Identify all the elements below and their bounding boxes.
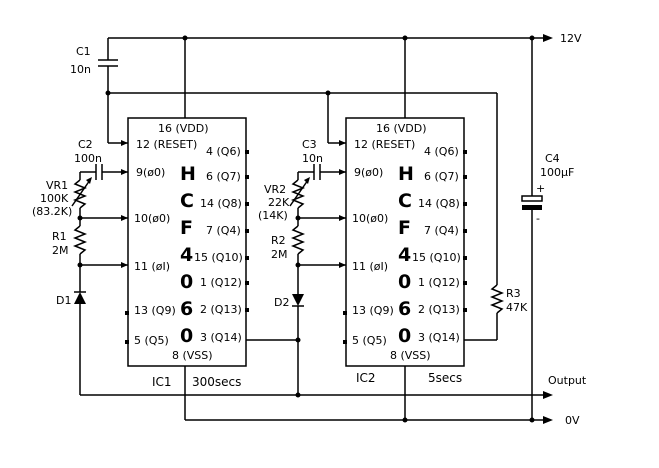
ic2: 16 (VDD) 12 (RESET) 9(ø0) 10(ø0) 11 (øI)… <box>345 117 465 385</box>
d2-ref: D2 <box>274 296 289 309</box>
ic1-reset-pin: 12 (RESET) <box>136 138 197 151</box>
c4-minus: - <box>536 212 540 225</box>
ic1-q8-pin: 14 (Q8) <box>200 197 242 210</box>
vr1-note: (83.2K) <box>32 205 72 218</box>
ic2-q13-pin: 2 (Q13) <box>418 303 460 316</box>
output-label: Output <box>548 374 587 387</box>
ic2-q5-pin: 5 (Q5) <box>352 334 387 347</box>
ic1-letter-2: C <box>180 190 194 212</box>
ic1-vss-pin: 8 (VSS) <box>172 349 213 362</box>
resistor-r3: R3 47K <box>464 284 528 341</box>
ic1-letter-6: 6 <box>180 298 193 320</box>
ic2-q10-pin: 15 (Q10) <box>412 251 461 264</box>
vr1-value: 100K <box>40 192 69 205</box>
ic1: 16 (VDD) 12 (RESET) 9(ø0) 10(ø0) 11 (øI)… <box>127 117 247 389</box>
c2-ref: C2 <box>78 138 93 151</box>
ic2-vdd-pin: 16 (VDD) <box>376 122 427 135</box>
ground-rail: 0V <box>185 414 580 427</box>
c1-value: 10n <box>70 63 91 76</box>
c3-ref: C3 <box>302 138 317 151</box>
ic2-q14-pin: 3 (Q14) <box>418 331 460 344</box>
output-line: Output <box>80 374 587 399</box>
capacitor-c2: C2 100n <box>74 138 128 180</box>
ground-label: 0V <box>565 414 580 427</box>
ic2-letter-3: F <box>398 217 411 239</box>
c4-value: 100µF <box>540 166 574 179</box>
output-arrow-icon <box>543 391 553 399</box>
ic1-phi0bar-pin: 10(ø0) <box>134 212 170 225</box>
diode-d1: D1 <box>56 265 86 395</box>
vr2-value: 22K <box>268 196 290 209</box>
ic1-q12-pin: 1 (Q12) <box>200 276 242 289</box>
vcc-label: 12V <box>560 32 582 45</box>
d1-ref: D1 <box>56 294 71 307</box>
ic2-q4-pin: 7 (Q4) <box>424 224 459 237</box>
vr2-note: (14K) <box>258 209 288 222</box>
ic2-q6-pin: 4 (Q6) <box>424 145 459 158</box>
ic2-letter-2: C <box>398 190 412 212</box>
c3-value: 10n <box>302 152 323 165</box>
capacitor-c1: C1 10n <box>70 38 118 93</box>
capacitor-c4: + - C4 100µF <box>521 35 574 423</box>
vr1-ref: VR1 <box>46 179 68 192</box>
vcc-arrow-icon <box>543 34 553 42</box>
c4-ref: C4 <box>545 152 560 165</box>
ic2-q12-pin: 1 (Q12) <box>418 276 460 289</box>
resistor-r1: R1 2M <box>52 218 88 265</box>
r1-ref: R1 <box>52 230 67 243</box>
ic1-phi1-pin: 11 (øI) <box>134 260 170 273</box>
ic1-vdd-pin: 16 (VDD) <box>158 122 209 135</box>
ic1-letter-4: 4 <box>180 244 193 266</box>
ic2-vss-pin: 8 (VSS) <box>390 349 431 362</box>
r2-ref: R2 <box>271 234 286 247</box>
ic1-q10-pin: 15 (Q10) <box>194 251 243 264</box>
r2-value: 2M <box>271 248 288 261</box>
ic1-q6-pin: 4 (Q6) <box>206 145 241 158</box>
ic1-letter-1: H <box>180 163 196 185</box>
ic2-reset-pin: 12 (RESET) <box>354 138 415 151</box>
r3-ref: R3 <box>506 287 521 300</box>
diode-d2: D2 <box>274 265 304 395</box>
ic1-letter-7: 0 <box>180 325 193 347</box>
ic1-q9-pin: 13 (Q9) <box>134 304 176 317</box>
vr2-ref: VR2 <box>264 183 286 196</box>
ic1-q5-pin: 5 (Q5) <box>134 334 169 347</box>
ic1-q7-pin: 6 (Q7) <box>206 170 241 183</box>
ic1-phi0-pin: 9(ø0) <box>136 166 165 179</box>
r1-value: 2M <box>52 244 69 257</box>
capacitor-c3: C3 10n <box>298 138 346 180</box>
ic2-q9-pin: 13 (Q9) <box>352 304 394 317</box>
ic2-name: IC2 <box>356 371 376 385</box>
ic2-letter-7: 0 <box>398 325 411 347</box>
c2-value: 100n <box>74 152 102 165</box>
ic1-letter-5: 0 <box>180 271 193 293</box>
ic2-letter-5: 0 <box>398 271 411 293</box>
ic2-q7-pin: 6 (Q7) <box>424 170 459 183</box>
c1-ref: C1 <box>76 45 91 58</box>
ic2-phi0-pin: 9(ø0) <box>354 166 383 179</box>
c4-plus: + <box>536 182 545 195</box>
potentiometer-vr2: VR2 22K (14K) <box>258 172 310 222</box>
ic1-time: 300secs <box>192 375 241 389</box>
ic1-letter-3: F <box>180 217 193 239</box>
ground-arrow-icon <box>543 416 553 424</box>
ic1-name: IC1 <box>152 375 172 389</box>
ic2-phi0bar-pin: 10(ø0) <box>352 212 388 225</box>
ic1-q13-pin: 2 (Q13) <box>200 303 242 316</box>
ic2-phi1-pin: 11 (øI) <box>352 260 388 273</box>
potentiometer-vr1: VR1 100K (83.2K) <box>32 172 92 218</box>
vcc-rail: 12V <box>108 32 582 45</box>
resistor-r2: R2 2M <box>271 218 306 265</box>
ic2-letter-1: H <box>398 163 414 185</box>
ic1-q4-pin: 7 (Q4) <box>206 224 241 237</box>
ic2-time: 5secs <box>428 371 462 385</box>
ic1-q14-pin: 3 (Q14) <box>200 331 242 344</box>
ic2-letter-6: 6 <box>398 298 411 320</box>
r3-value: 47K <box>506 301 528 314</box>
ic2-letter-4: 4 <box>398 244 411 266</box>
ic2-q8-pin: 14 (Q8) <box>418 197 460 210</box>
